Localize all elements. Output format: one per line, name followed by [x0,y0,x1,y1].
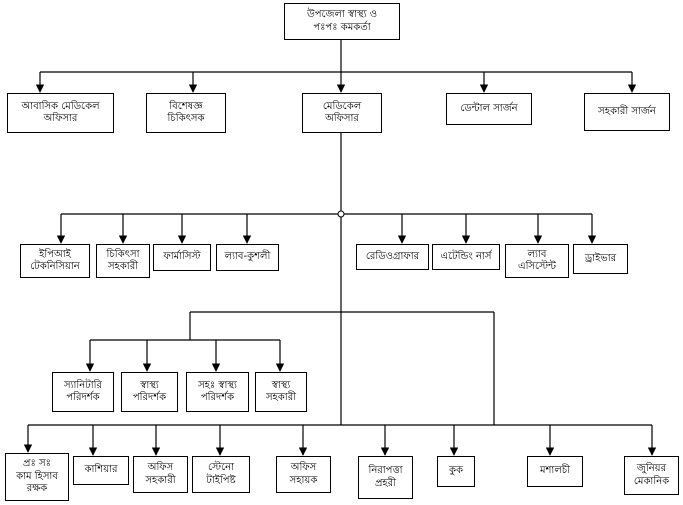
node-security-guard: নিরাপত্তা প্রহরী [358,456,413,499]
node-cook: কুক [437,456,475,487]
node-assistant-surgeon: সহকারী সার্জন [584,93,670,131]
node-epi-technician: ইপিআই টেকনিসিয়ান [20,244,90,278]
node-health-inspector: স্বাস্থ্য পরিদর্শক [121,372,178,412]
node-office-assistant: অফিস সহকারী [133,456,188,493]
node-steno-typist: স্টেনো টাইপিষ্ট [192,456,250,493]
node-sanitary-inspector: স্যানিটারি পরিদর্শক [52,372,114,412]
node-masalchi: মশালচী [527,456,583,487]
node-attending-nurse: এটেন্ডিং নার্স [432,244,500,270]
node-driver: ড্রাইভার [573,244,628,274]
node-office-helper: অফিস সহায়ক [276,456,331,493]
node-radiographer: রেডিওগ্রাফার [356,244,429,270]
node-medical-assistant: চিকিৎসা সহকারী [96,244,150,278]
node-specialist-doctor: বিশেষজ্ঞ চিকিৎসক [146,93,226,133]
node-pharmacist: ফার্মাসিস্ট [153,244,211,271]
node-lab-kushali: ল্যাব-কুশলী [216,244,279,271]
node-junior-mechanic: জুনিয়র মেকানিক [624,456,679,495]
node-cashier: কাশিয়ার [73,456,129,485]
node-asst-health-inspector: সহঃ স্বাস্থ্য পরিদর্শক [186,372,249,412]
node-dental-surgeon: ডেন্টাল সার্জন [446,93,532,125]
node-medical-officer: মেডিকেল অফিসার [302,93,382,133]
node-accountant: প্রঃ সঃ কাম হিসাব রক্ষক [5,453,69,501]
node-health-assistant: স্বাস্থ্য সহকারী [255,372,307,412]
node-upazila-health-officer: উপজেলা স্বাস্থ্য ও পঃপঃ কমকর্তা [284,3,400,40]
node-lab-assistant: ল্যাব এসিস্টেন্ট [505,244,569,278]
node-resident-medical-officer: আবাসিক মেডিকেল অফিসার [7,93,114,133]
